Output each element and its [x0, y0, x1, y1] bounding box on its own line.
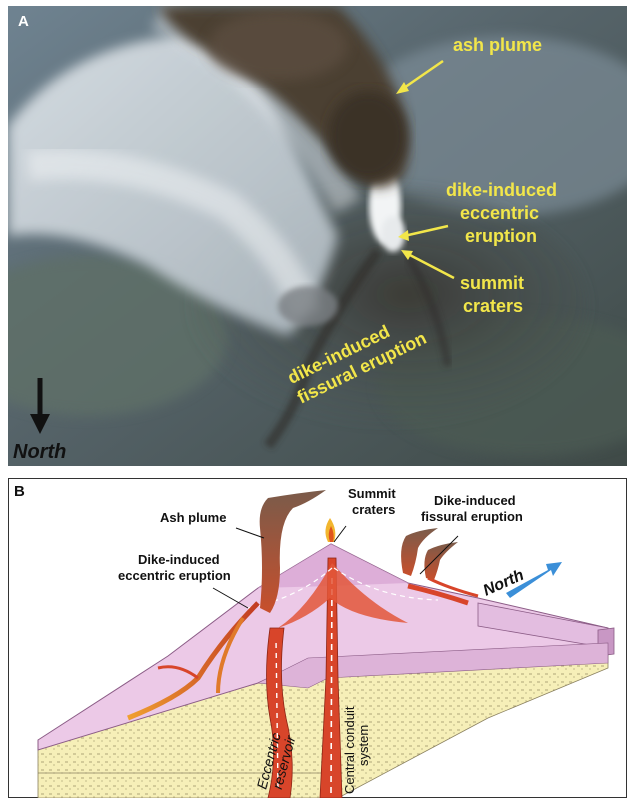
summit-craters-label: summit craters: [460, 273, 524, 316]
ash-plume-shape: [259, 490, 326, 613]
summit-crater-flame-icon: [325, 518, 336, 542]
north-label: North: [13, 441, 66, 463]
ash-plume-label-b: Ash plume: [160, 510, 226, 525]
svg-text:craters: craters: [463, 296, 523, 316]
north-arrow-icon-b: [506, 562, 562, 598]
ash-plume-label: ash plume: [453, 35, 542, 55]
ash-plume-arrow: [396, 59, 444, 94]
svg-text:Summit: Summit: [348, 486, 396, 501]
diagram-canvas: B: [8, 478, 627, 798]
svg-text:fissural eruption: fissural eruption: [421, 509, 523, 524]
svg-text:craters: craters: [352, 502, 395, 517]
eccentric-eruption-label-b: Dike-induced eccentric eruption: [118, 552, 231, 583]
eccentric-eruption-label: dike-induced eccentric eruption: [446, 180, 557, 246]
fissural-eruption-label-b: Dike-induced fissural eruption: [421, 493, 523, 524]
svg-text:summit: summit: [460, 273, 524, 293]
svg-text:dike-induced: dike-induced: [446, 180, 557, 200]
eccentric-lava-flows: [127, 601, 260, 721]
panel-b-letter: B: [14, 483, 25, 500]
svg-text:eccentric: eccentric: [460, 203, 539, 223]
svg-text:eccentric eruption: eccentric eruption: [118, 568, 231, 583]
central-conduit: [319, 557, 343, 798]
fissural-plume-1: [401, 528, 438, 576]
central-conduit-label: Central conduit system: [342, 706, 371, 794]
svg-text:Dike-induced: Dike-induced: [434, 493, 516, 508]
leader-lines: [212, 525, 459, 609]
photo-canvas: A ash plume dike-induced eccentric erupt…: [8, 6, 627, 466]
eccentric-reservoir: [266, 627, 293, 798]
summit-craters-label-b: Summit craters: [348, 486, 396, 517]
svg-text:system: system: [356, 725, 371, 766]
panel-a-photo: A ash plume dike-induced eccentric erupt…: [8, 6, 627, 466]
svg-text:eruption: eruption: [465, 226, 537, 246]
svg-text:Dike-induced: Dike-induced: [138, 552, 220, 567]
eccentric-eruption-arrow: [398, 224, 449, 241]
summit-craters-arrow: [401, 250, 455, 280]
north-arrow-icon: [30, 378, 50, 434]
svg-text:Central conduit: Central conduit: [342, 706, 357, 794]
panel-a-letter: A: [18, 13, 29, 30]
fissural-plume-2: [424, 542, 458, 580]
fissural-lava-flows: [407, 576, 479, 606]
panel-b-diagram: B: [8, 478, 627, 798]
